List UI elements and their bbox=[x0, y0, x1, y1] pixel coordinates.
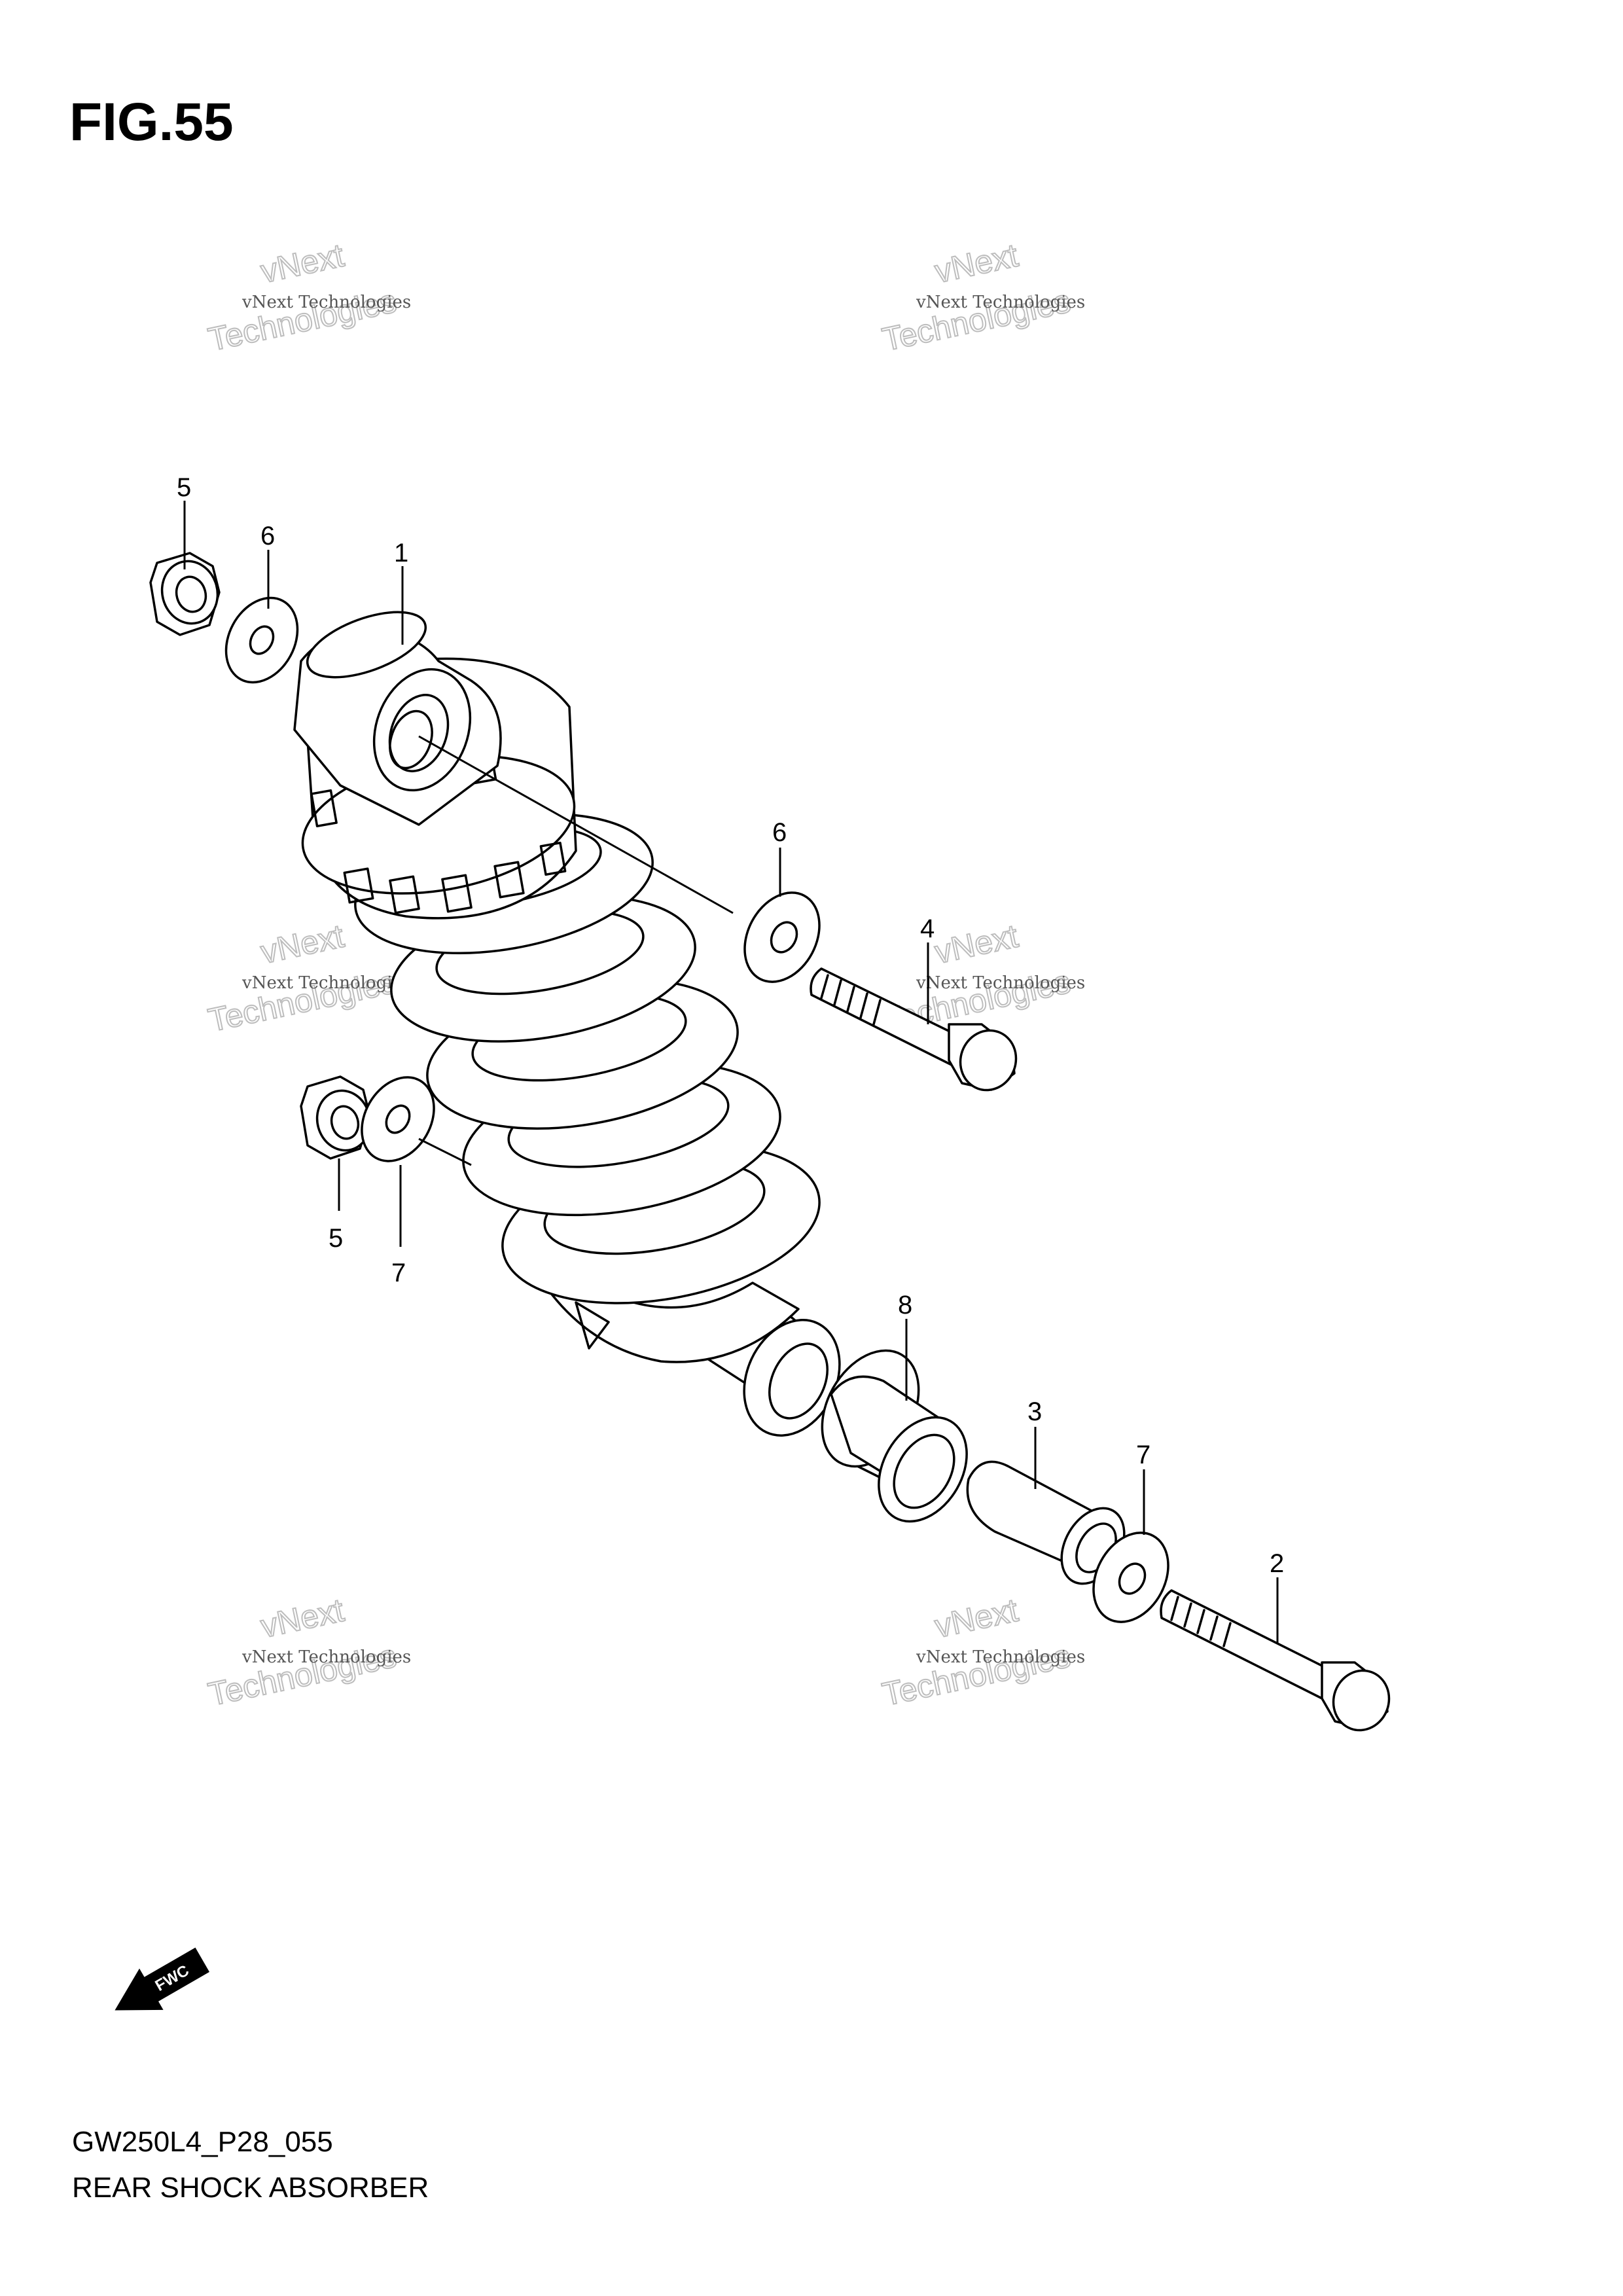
washer-middle bbox=[743, 891, 821, 983]
svg-text:vNext Technologies: vNext Technologies bbox=[241, 973, 411, 993]
svg-text:vNext: vNext bbox=[258, 237, 348, 290]
svg-text:vNext Technologies: vNext Technologies bbox=[241, 1647, 411, 1667]
callout-6-middle: 6 bbox=[772, 818, 787, 847]
arrow-icon bbox=[115, 1947, 209, 2011]
watermark: vNext Technologies vNext Technologies bbox=[204, 1591, 411, 1713]
svg-text:vNext: vNext bbox=[932, 237, 1022, 290]
nut-upper bbox=[149, 552, 221, 636]
callout-7-right: 7 bbox=[1136, 1441, 1150, 1469]
diagram-code: GW250L4_P28_055 bbox=[72, 2126, 333, 2158]
svg-text:vNext Technologies: vNext Technologies bbox=[916, 973, 1085, 993]
diagram-name: REAR SHOCK ABSORBER bbox=[72, 2172, 429, 2204]
washer-left bbox=[361, 1076, 435, 1162]
svg-text:vNext: vNext bbox=[258, 918, 348, 971]
callout-7-left: 7 bbox=[391, 1259, 406, 1287]
bolt-lower bbox=[1160, 1589, 1391, 1732]
watermark: vNext Technologies vNext Technologies bbox=[878, 236, 1085, 359]
svg-text:vNext Technologies: vNext Technologies bbox=[916, 1647, 1085, 1667]
svg-text:vNext: vNext bbox=[258, 1592, 348, 1645]
watermark: vNext Technologies vNext Technologies bbox=[878, 1591, 1085, 1713]
callout-2: 2 bbox=[1270, 1549, 1284, 1578]
watermark: vNext Technologies vNext Technologies bbox=[204, 236, 411, 359]
washer-right bbox=[1092, 1532, 1169, 1623]
callout-1: 1 bbox=[394, 539, 408, 567]
explode-line-upper bbox=[418, 735, 734, 914]
washer-upper bbox=[224, 596, 299, 684]
shock-absorber-body bbox=[293, 611, 841, 1437]
bolt-upper bbox=[810, 967, 1018, 1092]
svg-text:vNext Technologies: vNext Technologies bbox=[241, 293, 411, 312]
callout-6-upper: 6 bbox=[260, 522, 275, 550]
svg-text:vNext: vNext bbox=[932, 1592, 1022, 1645]
svg-text:vNext: vNext bbox=[932, 918, 1022, 971]
nut-lower bbox=[300, 1075, 372, 1160]
callout-numbers: 1 2 3 4 5 5 6 6 7 7 8 bbox=[177, 473, 1284, 1578]
collar bbox=[821, 1349, 968, 1523]
callout-8: 8 bbox=[898, 1291, 912, 1319]
explode-line-lower bbox=[418, 1138, 472, 1166]
figure-title: FIG.55 bbox=[69, 92, 234, 152]
callout-4: 4 bbox=[920, 914, 935, 943]
forward-direction-arrow: FWC bbox=[115, 1947, 209, 2011]
callout-3: 3 bbox=[1027, 1397, 1042, 1426]
callout-5-upper: 5 bbox=[177, 473, 191, 502]
svg-text:vNext Technologies: vNext Technologies bbox=[916, 293, 1085, 312]
leader-lines bbox=[183, 501, 1279, 1643]
callout-5-lower: 5 bbox=[329, 1224, 343, 1253]
